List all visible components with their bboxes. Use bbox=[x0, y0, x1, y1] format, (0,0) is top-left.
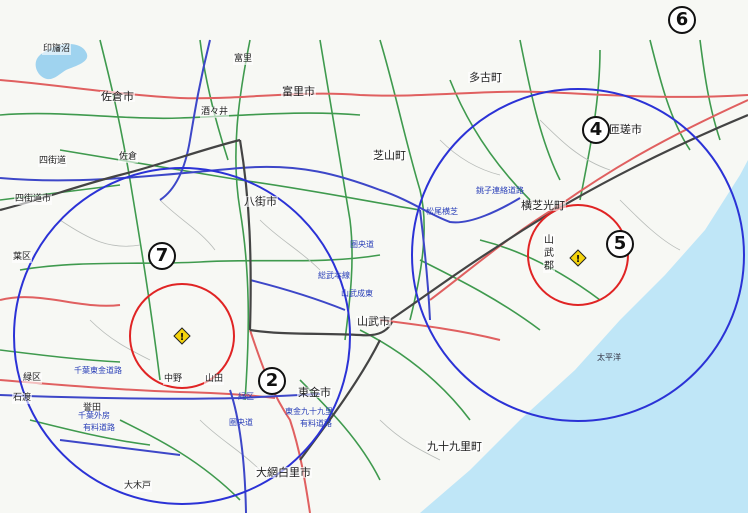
buffer-circle-large-east bbox=[411, 88, 745, 422]
site-badge-7[interactable]: 7 bbox=[148, 242, 176, 270]
place-label-sakura: 佐倉市 bbox=[100, 90, 135, 103]
place-label-takomachi: 多古町 bbox=[468, 71, 503, 84]
warning-marker-west[interactable]: ! bbox=[173, 327, 191, 345]
place-label-ward-north: 葉区 bbox=[12, 252, 33, 263]
place-label-ward-south: 緑区 bbox=[22, 373, 43, 384]
road-label-choshi-renraku: 銚子連絡道路 bbox=[476, 186, 524, 195]
warning-marker-east[interactable]: ! bbox=[569, 249, 587, 267]
place-label-yotsukaido-city: 四街道市 bbox=[14, 194, 53, 205]
svg-text:!: ! bbox=[180, 332, 185, 343]
site-badge-4[interactable]: 4 bbox=[582, 116, 610, 144]
place-label-yachimata: 八街市 bbox=[243, 195, 278, 208]
buffer-circle-large-west bbox=[13, 167, 351, 505]
road-label-toll-road-east: 有料道路 bbox=[300, 419, 332, 428]
road-label-sobu-line: 総武本線 bbox=[318, 271, 350, 280]
place-label-nakano: 中野 bbox=[163, 374, 184, 385]
place-label-sanbu-district: 山武郡 bbox=[543, 234, 555, 273]
place-label-sakura-station: 佐倉 bbox=[118, 152, 139, 163]
site-badge-6[interactable]: 6 bbox=[668, 6, 696, 34]
svg-text:!: ! bbox=[576, 254, 581, 265]
road-label-keneido-south: 圏央道 bbox=[229, 418, 253, 427]
road-label-matsuo-yokoshiba: 松尾横芝 bbox=[426, 207, 458, 216]
place-label-imbanuma: 印旛沼 bbox=[42, 44, 72, 55]
place-label-yotsukaido: 四街道 bbox=[38, 156, 68, 167]
sea-area bbox=[420, 160, 748, 513]
road-label-chiba-gaikan: 千葉外房 bbox=[78, 411, 110, 420]
place-label-kujukuri: 九十九里町 bbox=[426, 440, 483, 453]
place-label-shisui: 酒々井 bbox=[200, 107, 230, 118]
place-label-yamada: 山田 bbox=[204, 374, 225, 385]
place-label-tomisato-ic: 富里 bbox=[233, 54, 254, 65]
road-label-chiba-togane: 千葉東金道路 bbox=[74, 366, 122, 375]
site-badge-5[interactable]: 5 bbox=[606, 230, 634, 258]
place-label-togane: 東金市 bbox=[297, 386, 332, 399]
place-label-sosa: 匝瑳市 bbox=[608, 123, 643, 136]
minor-roads bbox=[59, 119, 681, 471]
place-label-shibayama: 芝山町 bbox=[372, 149, 407, 162]
road-label-sanbu-naruto: 山武成東 bbox=[341, 289, 373, 298]
sea-label-pacific: 太平洋 bbox=[597, 353, 621, 362]
place-label-sanmu: 山武市 bbox=[356, 315, 391, 328]
road-label-toll-road-west: 有料道路 bbox=[83, 423, 115, 432]
site-badge-2[interactable]: 2 bbox=[258, 367, 286, 395]
road-label-keneido: 圏央道 bbox=[350, 240, 374, 249]
road-label-togane-kujukuri: 東金九十九里 bbox=[285, 407, 333, 416]
place-label-owado: 大木戸 bbox=[123, 481, 153, 492]
place-label-honda: 誉田 bbox=[82, 403, 103, 414]
buffer-circle-small-west bbox=[129, 283, 235, 389]
place-label-tomisato: 富里市 bbox=[281, 85, 316, 98]
place-label-ishido: 石渡 bbox=[12, 393, 33, 404]
place-label-yokoshiba: 横芝光町 bbox=[520, 199, 566, 212]
road-label-ward: 緑区 bbox=[238, 392, 254, 401]
place-label-oamishirasato: 大網白里市 bbox=[255, 466, 312, 479]
